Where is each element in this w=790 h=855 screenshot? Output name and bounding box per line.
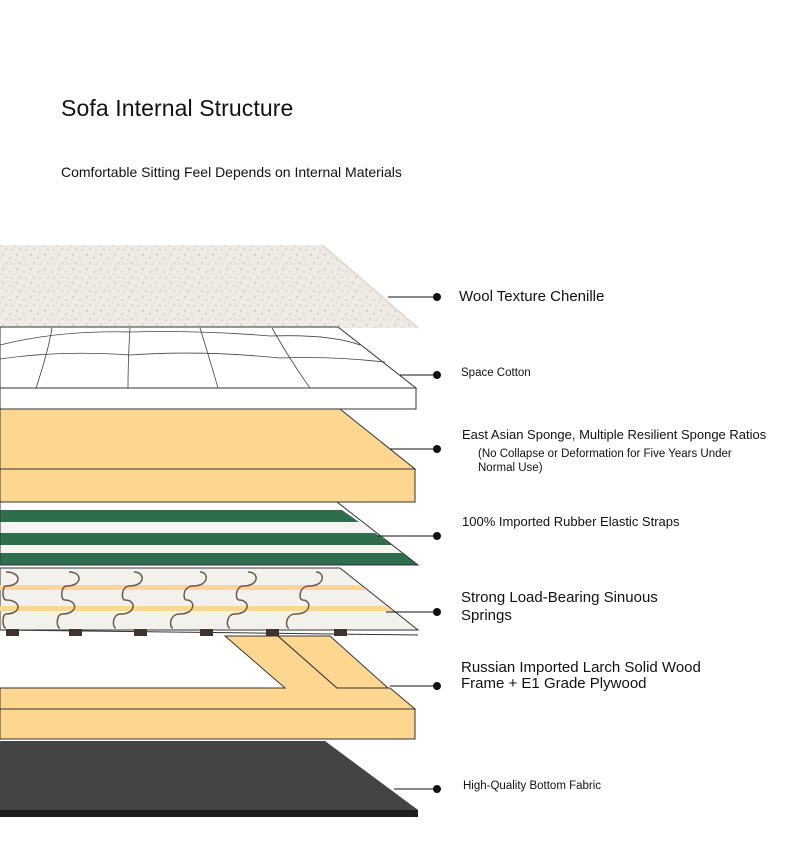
page-title: Sofa Internal Structure bbox=[61, 95, 294, 121]
sponge-layer bbox=[0, 408, 417, 503]
leader-dot-cotton bbox=[433, 371, 441, 379]
spring-wire bbox=[226, 571, 257, 629]
label-space-cotton: Space Cotton bbox=[461, 367, 531, 379]
spring-wire bbox=[112, 571, 143, 629]
wool-chenille-layer bbox=[0, 244, 419, 329]
rubber-straps-layer bbox=[0, 501, 420, 566]
leader-dot-sponge bbox=[433, 445, 441, 453]
spring-clip bbox=[69, 629, 82, 636]
label-sponge-note: (No Collapse or Deformation for Five Yea… bbox=[478, 448, 732, 474]
wood-frame-layer bbox=[0, 635, 417, 740]
leader-dot-fabric bbox=[433, 785, 441, 793]
label-wood-frame: Russian Imported Larch Solid Wood Frame … bbox=[461, 659, 701, 692]
label-rubber-straps: 100% Imported Rubber Elastic Straps bbox=[462, 514, 680, 529]
label-bottom-fabric: High-Quality Bottom Fabric bbox=[463, 780, 602, 792]
sinuous-springs-layer bbox=[0, 567, 420, 636]
spring-wire bbox=[2, 571, 19, 629]
label-sponge: East Asian Sponge, Multiple Resilient Sp… bbox=[462, 427, 767, 442]
space-cotton-layer bbox=[0, 326, 418, 410]
label-sinuous-springs: Strong Load-Bearing Sinuous Springs bbox=[461, 589, 658, 624]
spring-wire bbox=[169, 571, 207, 629]
page-subtitle: Comfortable Sitting Feel Depends on Inte… bbox=[61, 164, 402, 180]
leader-dot-frame bbox=[433, 682, 441, 690]
spring-wire bbox=[56, 571, 80, 629]
spring-clip bbox=[266, 629, 279, 636]
leader-dot-straps bbox=[433, 532, 441, 540]
leader-dot-wool bbox=[433, 293, 441, 301]
spring-clip bbox=[134, 629, 147, 636]
leader-lines bbox=[378, 293, 441, 793]
bottom-fabric-layer bbox=[0, 741, 418, 817]
leader-dot-springs bbox=[433, 608, 441, 616]
spring-clip bbox=[334, 629, 347, 636]
spring-clip bbox=[200, 629, 213, 636]
label-wool-chenille: Wool Texture Chenille bbox=[459, 288, 605, 305]
spring-wire bbox=[285, 571, 323, 629]
spring-clip bbox=[6, 629, 19, 636]
